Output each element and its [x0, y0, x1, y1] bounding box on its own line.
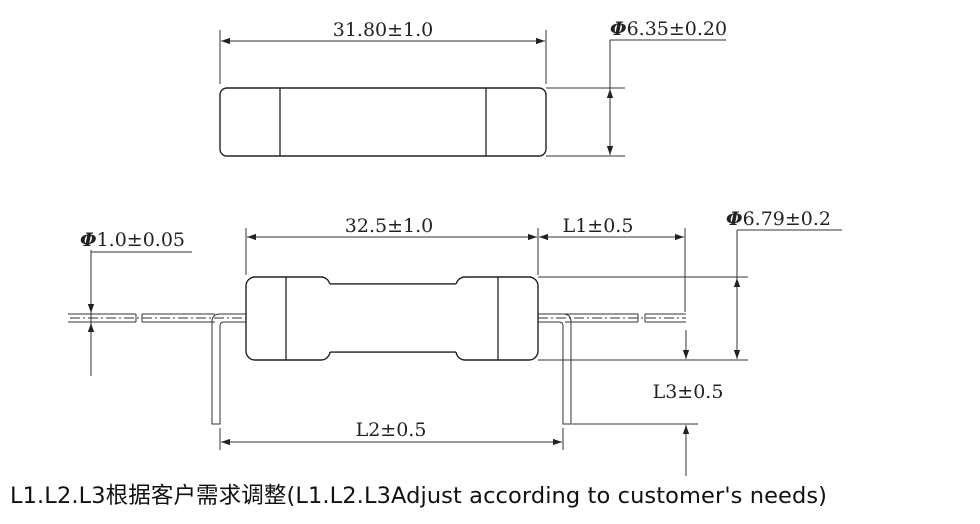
left-lead-stubs	[68, 313, 246, 323]
right-lead-stubs	[538, 313, 686, 323]
l1-label: L1±0.5	[563, 215, 634, 237]
bottom-fuse-view: 32.5±1.0 L1±0.5 Φ6.79±0.2 Φ1.0±0.05 L2±0…	[68, 208, 842, 476]
bottom-right-end-cap	[455, 276, 539, 361]
lead-diameter-label: Φ1.0±0.05	[80, 229, 185, 251]
top-diameter-label: Φ6.35±0.20	[610, 18, 727, 40]
l2-label: L2±0.5	[356, 419, 427, 441]
top-length-label: 31.80±1.0	[333, 19, 434, 41]
caption-note: L1.L2.L3根据客户需求调整(L1.L2.L3Adjust accordin…	[10, 483, 828, 509]
body-length-label: 32.5±1.0	[345, 215, 433, 237]
bottom-diameter-label: Φ6.79±0.2	[726, 208, 831, 230]
top-fuse-view: 31.80±1.0 Φ6.35±0.20	[219, 18, 727, 157]
right-bent-lead	[538, 313, 572, 425]
left-bent-lead	[211, 313, 246, 425]
l3-label: L3±0.5	[653, 381, 724, 403]
top-fuse-body	[219, 87, 547, 157]
